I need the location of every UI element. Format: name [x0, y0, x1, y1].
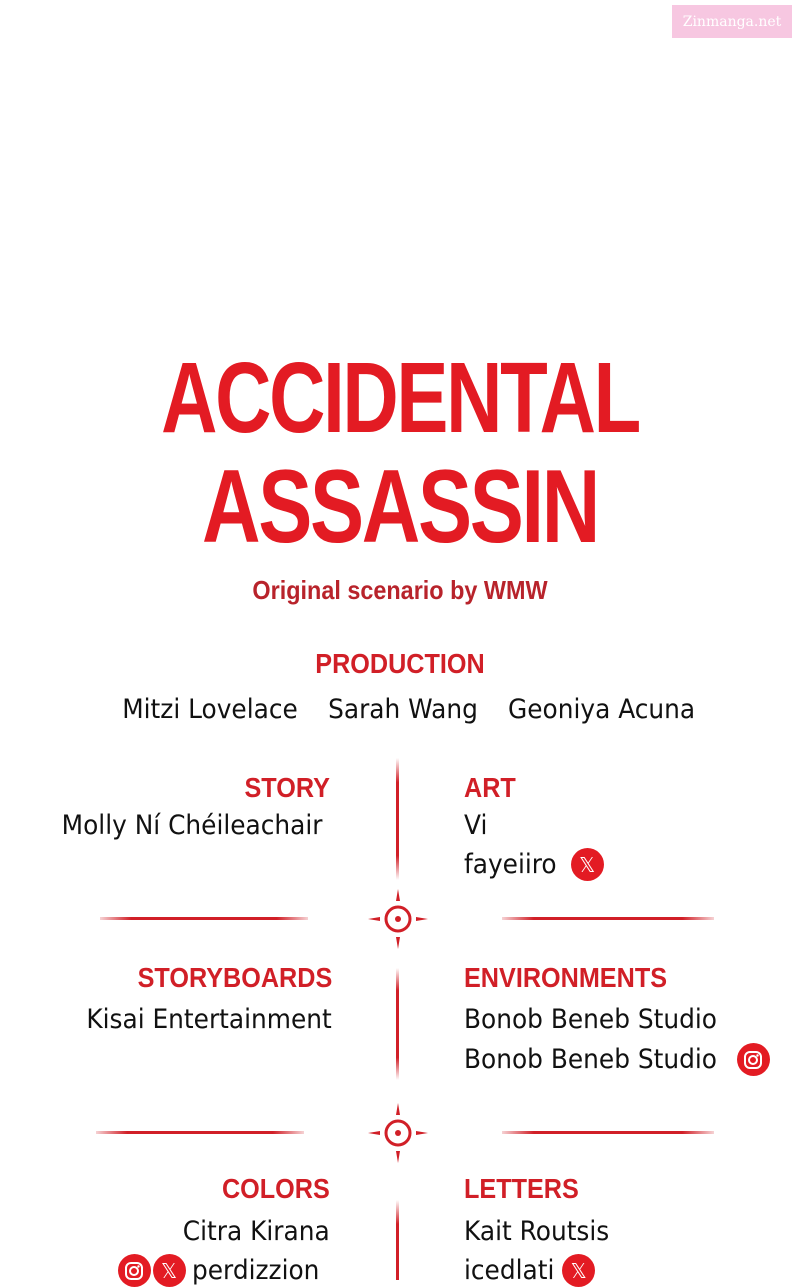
letters-handle-row: icedlati 𝕏: [464, 1254, 596, 1287]
x-icon[interactable]: 𝕏: [152, 1254, 186, 1287]
art-heading: ART: [464, 772, 516, 803]
story-name: Molly Ní Chéileachair: [61, 810, 322, 841]
art-name: Vi: [464, 810, 488, 841]
instagram-icon[interactable]: [117, 1254, 151, 1287]
colors-heading: COLORS: [222, 1173, 330, 1204]
storyboards-heading: STORYBOARDS: [137, 962, 332, 993]
horizontal-divider-right: [502, 1131, 714, 1134]
letters-heading: LETTERS: [464, 1173, 579, 1204]
environments-name: Bonob Beneb Studio: [464, 1004, 717, 1035]
horizontal-divider-right: [502, 917, 714, 920]
storyboards-name: Kisai Entertainment: [86, 1004, 332, 1035]
vertical-divider: [396, 968, 399, 1080]
crosshair-icon: [368, 1103, 428, 1163]
vertical-divider: [396, 1200, 399, 1280]
production-name-1: Mitzi Lovelace: [122, 694, 298, 725]
colors-handle-row: 𝕏 perdizzion: [117, 1254, 331, 1287]
vertical-divider: [396, 758, 399, 880]
letters-name: Kait Routsis: [464, 1216, 610, 1247]
title-line-1: ACCIDENTAL: [161, 342, 641, 454]
crosshair-icon: [368, 889, 428, 949]
environments-heading: ENVIRONMENTS: [464, 962, 668, 993]
colors-name: Citra Kirana: [183, 1216, 330, 1247]
x-icon[interactable]: 𝕏: [562, 1254, 596, 1287]
art-handle-row: fayeiiro 𝕏: [464, 848, 604, 881]
subtitle: Original scenario by WMW: [252, 575, 548, 605]
letters-handle: icedlati: [464, 1255, 555, 1286]
horizontal-divider-left: [100, 917, 308, 920]
art-handle: fayeiiro: [464, 849, 557, 880]
x-icon[interactable]: 𝕏: [570, 848, 604, 881]
story-heading: STORY: [244, 772, 330, 803]
instagram-icon[interactable]: [736, 1043, 770, 1076]
environments-handle-row: Bonob Beneb Studio: [464, 1043, 770, 1076]
colors-handle: perdizzion: [191, 1255, 319, 1286]
environments-handle: Bonob Beneb Studio: [464, 1044, 717, 1075]
production-name-2: Sarah Wang: [328, 694, 478, 725]
watermark: Zinmanga.net: [672, 5, 792, 38]
production-name-3: Geoniya Acuna: [508, 694, 696, 725]
horizontal-divider-left: [96, 1131, 304, 1134]
title-line-2: ASSASSIN: [202, 449, 600, 565]
production-heading: PRODUCTION: [315, 648, 485, 679]
